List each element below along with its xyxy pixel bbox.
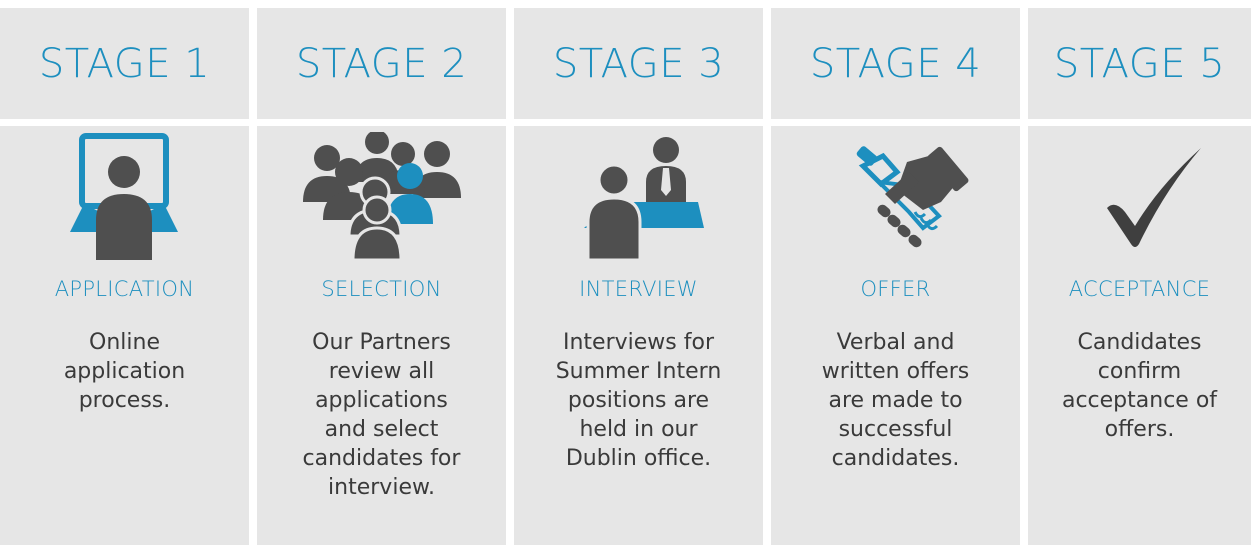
group-people-icon	[297, 132, 467, 262]
stage-panel: SELECTION Our Partners review all applic…	[257, 126, 506, 545]
stage-header: STAGE 4	[771, 8, 1020, 119]
stage-title: STAGE 3	[552, 40, 725, 87]
computer-user-icon	[40, 132, 210, 262]
stage-header: STAGE 1	[0, 8, 249, 119]
stage-label: OFFER	[860, 277, 931, 301]
stage-column-4: STAGE 4 OFFER Verbal and written offers …	[771, 8, 1020, 545]
stage-label: SELECTION	[321, 277, 442, 301]
stage-column-1: STAGE 1 APPLICATION Online application p…	[0, 8, 249, 545]
stage-header: STAGE 5	[1028, 8, 1251, 119]
stage-panel: OFFER Verbal and written offers are made…	[771, 126, 1020, 545]
checkmark-icon	[1055, 132, 1225, 262]
stage-column-5: STAGE 5 ACCEPTANCE Candidates confirm ac…	[1028, 8, 1251, 545]
stage-label: INTERVIEW	[579, 277, 698, 301]
stage-description: Verbal and written offers are made to su…	[821, 330, 970, 471]
stage-description: Our Partners review all applications and…	[302, 330, 461, 500]
stage-title: STAGE 1	[38, 40, 211, 87]
stage-header: STAGE 2	[257, 8, 506, 119]
stage-panel: ACCEPTANCE Candidates confirm acceptance…	[1028, 126, 1251, 545]
handshake-icon	[811, 132, 981, 262]
stage-description: Interviews for Summer Intern positions a…	[555, 330, 722, 471]
stage-column-3: STAGE 3 INTERVIEW Interviews for Summer …	[514, 8, 763, 545]
stage-description: Online application process.	[63, 330, 186, 413]
stage-title: STAGE 2	[295, 40, 468, 87]
stage-title: STAGE 4	[809, 40, 982, 87]
stage-panel: INTERVIEW Interviews for Summer Intern p…	[514, 126, 763, 545]
stage-header: STAGE 3	[514, 8, 763, 119]
stage-description: Candidates confirm acceptance of offers.	[1061, 330, 1218, 442]
stage-label: ACCEPTANCE	[1068, 277, 1211, 301]
stage-title: STAGE 5	[1053, 40, 1226, 87]
interview-desk-icon	[554, 132, 724, 262]
stage-label: APPLICATION	[54, 277, 195, 301]
stage-column-2: STAGE 2 SELECTION	[257, 8, 506, 545]
stage-panel: APPLICATION Online application process.	[0, 126, 249, 545]
